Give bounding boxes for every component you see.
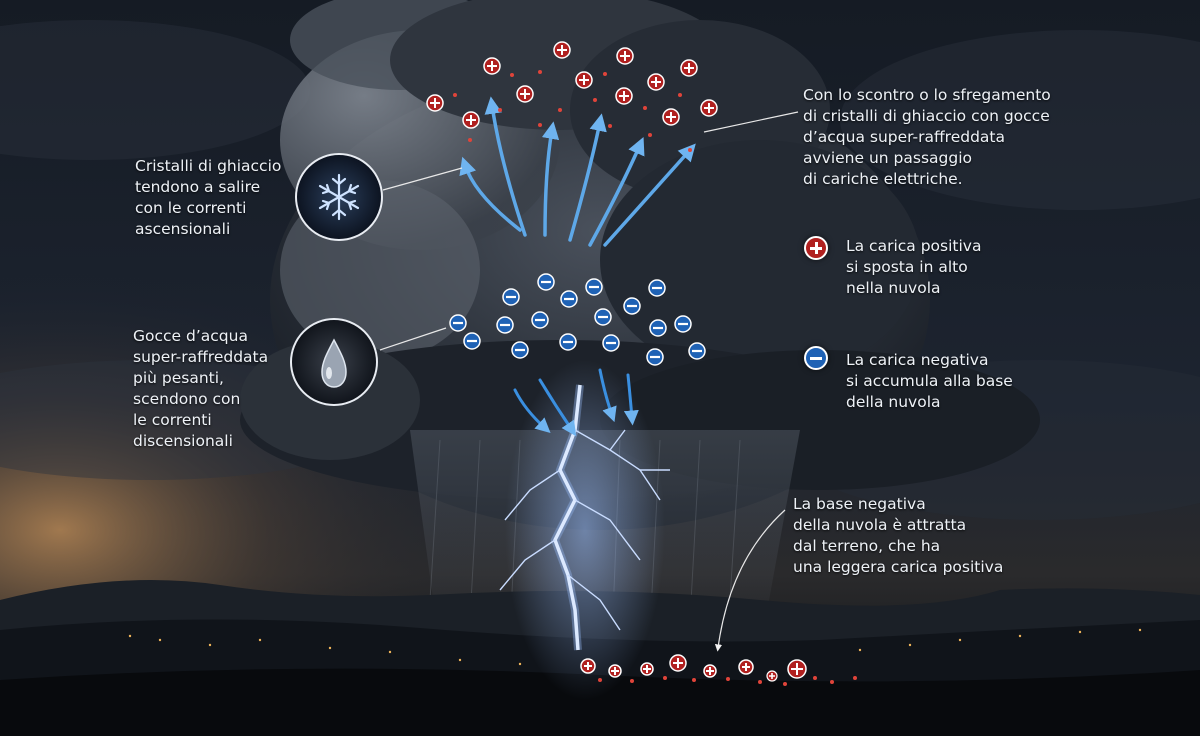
minus-icon: [537, 273, 555, 291]
legend-line: si sposta in alto: [846, 258, 968, 276]
plus-icon: [738, 659, 754, 675]
drop-leader-line: [379, 327, 447, 351]
annotation-line: dal terreno, che ha: [793, 537, 941, 555]
downdraft-arrows: [513, 368, 639, 437]
collision-leader-line: [703, 111, 799, 133]
plus-icon: [787, 659, 807, 679]
annotation-line: discensionali: [133, 432, 233, 450]
annotation-line: di cristalli di ghiaccio con gocce: [803, 107, 1050, 125]
ice-crystals-annotation: Cristalli di ghiaccio tendono a salire c…: [135, 156, 281, 240]
annotation-line: ascensionali: [135, 220, 231, 238]
annotation-line: scendono con: [133, 390, 241, 408]
legend-positive: La carica positiva si sposta in alto nel…: [846, 236, 981, 299]
plus-icon: [553, 41, 571, 59]
plus-icon: [703, 664, 717, 678]
plus-icon: [680, 59, 698, 77]
ground-attraction-arrow: [714, 509, 786, 652]
minus-icon: [449, 314, 467, 332]
annotation-line: una leggera carica positiva: [793, 558, 1004, 576]
minus-icon: [646, 348, 664, 366]
ground-positive-charges: [580, 654, 857, 686]
plus-icon: [516, 85, 534, 103]
plus-icon: [616, 47, 634, 65]
plus-icon: [426, 94, 444, 112]
minus-icon: [585, 278, 603, 296]
minus-icon: [649, 319, 667, 337]
plus-icon: [483, 57, 501, 75]
water-drops-annotation: Gocce d’acqua super-raffreddata più pesa…: [133, 326, 268, 452]
plus-icon: [608, 664, 622, 678]
legend-negative: La carica negativa si accumula alla base…: [846, 350, 1013, 413]
annotation-line: tendono a salire: [135, 178, 261, 196]
minus-icon: [531, 311, 549, 329]
plus-icon: [580, 658, 596, 674]
minus-icon: [623, 297, 641, 315]
annotation-line: Gocce d’acqua: [133, 327, 248, 345]
plus-icon: [640, 662, 654, 676]
droplet-inset: [290, 318, 378, 406]
leader-lines: [379, 111, 799, 652]
plus-icon: [615, 87, 633, 105]
legend-line: La carica positiva: [846, 237, 982, 255]
annotation-line: La base negativa: [793, 495, 926, 513]
plus-icon: [647, 73, 665, 91]
plus-icon: [575, 71, 593, 89]
plus-icon: [462, 111, 480, 129]
minus-icon: [594, 308, 612, 326]
lightning-bolt: [499, 360, 670, 700]
positive-charges-top: [426, 41, 718, 152]
legend-line: si accumula alla base: [846, 372, 1013, 390]
minus-icon: [688, 342, 706, 360]
minus-icon: [511, 341, 529, 359]
ice-leader-line: [382, 167, 463, 191]
updraft-arrows: [459, 96, 696, 247]
legend-line: nella nuvola: [846, 279, 941, 297]
snowflake-icon: [318, 173, 360, 221]
minus-icon: [602, 334, 620, 352]
collision-annotation: Con lo scontro o lo sfregamento di crist…: [803, 85, 1051, 190]
annotation-line: di cariche elettriche.: [803, 170, 963, 188]
annotation-line: Cristalli di ghiaccio: [135, 157, 282, 175]
annotation-line: d’acqua super-raffreddata: [803, 128, 1005, 146]
negative-charges-base: [449, 273, 706, 366]
plus-icon: [766, 670, 778, 682]
minus-icon: [559, 333, 577, 351]
ground-annotation: La base negativa della nuvola è attratta…: [793, 494, 1003, 578]
plus-icon: [669, 654, 687, 672]
legend-line: La carica negativa: [846, 351, 989, 369]
minus-icon: [648, 279, 666, 297]
annotation-line: Con lo scontro o lo sfregamento: [803, 86, 1051, 104]
water-drop-icon: [321, 338, 347, 388]
minus-icon: [496, 316, 514, 334]
snowflake-inset: [295, 153, 383, 241]
legend-line: della nuvola: [846, 393, 941, 411]
plus-icon: [662, 108, 680, 126]
minus-icon: [502, 288, 520, 306]
minus-icon: [560, 290, 578, 308]
annotation-line: più pesanti,: [133, 369, 224, 387]
annotation-line: con le correnti: [135, 199, 247, 217]
minus-icon: [804, 346, 828, 370]
plus-icon: [700, 99, 718, 117]
annotation-line: avviene un passaggio: [803, 149, 973, 167]
minus-icon: [463, 332, 481, 350]
annotation-line: le correnti: [133, 411, 212, 429]
annotation-line: super-raffreddata: [133, 348, 269, 366]
minus-icon: [674, 315, 692, 333]
annotation-line: della nuvola è attratta: [793, 516, 967, 534]
plus-icon: [804, 236, 828, 260]
